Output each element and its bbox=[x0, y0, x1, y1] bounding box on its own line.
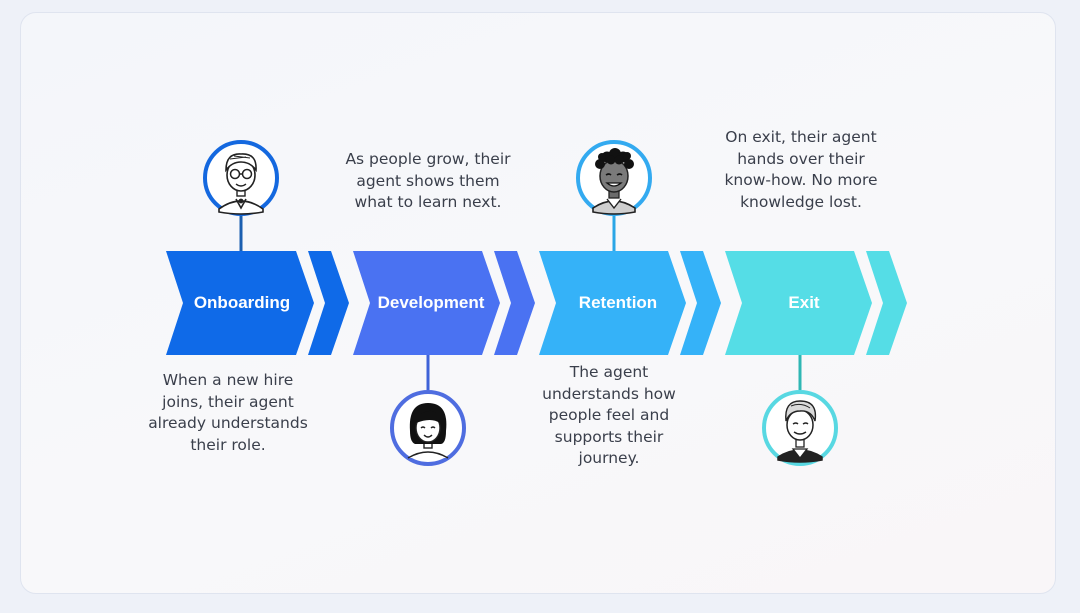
chevron-development-small bbox=[494, 251, 535, 355]
chevron-retention bbox=[539, 251, 686, 355]
description-retention: The agent understands how people feel an… bbox=[542, 363, 676, 467]
stage-label-onboarding: Onboarding bbox=[193, 293, 291, 312]
man-curly-hair-avatar bbox=[576, 140, 652, 216]
chevron-onboarding-small bbox=[308, 251, 349, 355]
description-exit: On exit, their agent hands over their kn… bbox=[724, 128, 878, 211]
chevron-development bbox=[353, 251, 500, 355]
description-development: As people grow, their agent shows them w… bbox=[345, 150, 511, 211]
older-man-avatar bbox=[762, 390, 838, 466]
stage-label-exit: Exit bbox=[788, 293, 820, 312]
chevron-retention-small bbox=[680, 251, 721, 355]
chevron-exit bbox=[725, 251, 872, 355]
woman-bob-hair-avatar bbox=[390, 390, 466, 466]
chevron-onboarding bbox=[166, 251, 314, 355]
stage-label-development: Development bbox=[377, 293, 485, 312]
stage-label-retention: Retention bbox=[578, 293, 658, 312]
chevron-exit-small bbox=[866, 251, 907, 355]
man-glasses-avatar bbox=[203, 140, 279, 216]
description-onboarding: When a new hire joins, their agent alrea… bbox=[148, 371, 308, 454]
